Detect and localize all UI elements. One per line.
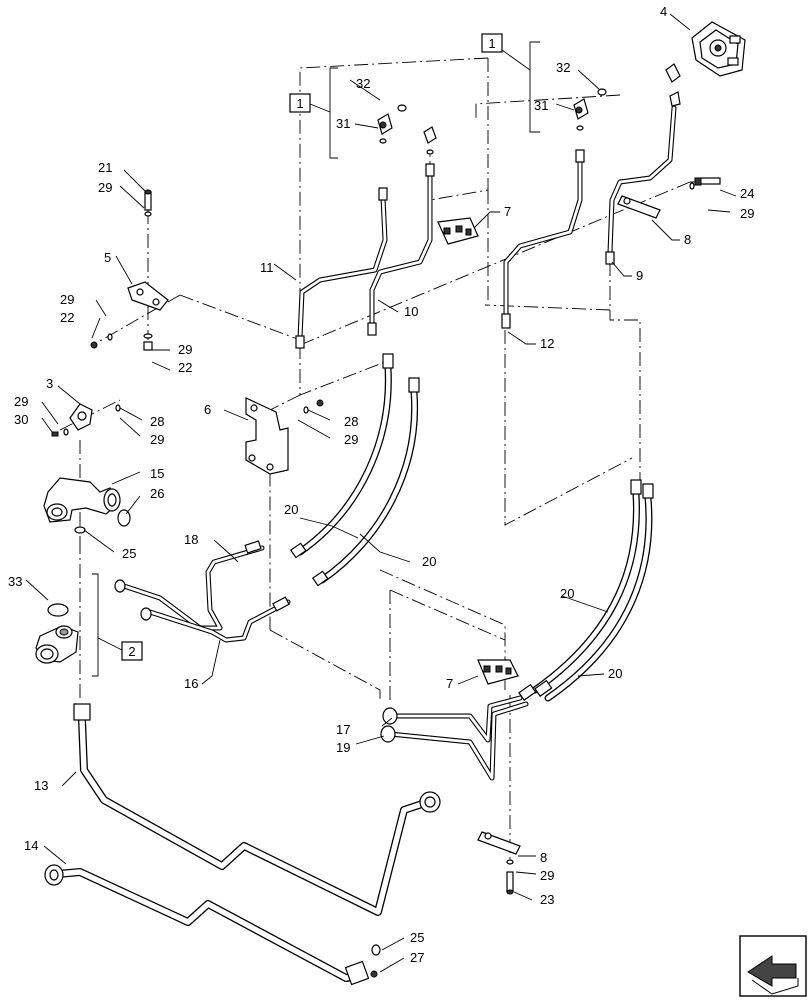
callout-29-a: 29 [98,180,112,195]
callout-27: 27 [410,950,424,965]
callout-22-left: 22 [60,310,74,325]
callout-8-upper: 8 [684,232,691,247]
callout-5: 5 [104,250,111,265]
hose-part-20-d [544,483,654,702]
tube-part-11 [295,187,388,349]
next-page-arrow-icon[interactable] [739,935,807,997]
reference-box-2: 2 [92,573,143,677]
tube-part-13 [73,703,441,916]
reference-box-1-left: 1 [289,67,338,159]
tube-part-9 [605,105,677,265]
clip-part-3 [51,403,121,437]
callout-18: 18 [184,532,198,547]
nut-part-22-lower [143,333,153,351]
elbow-part-15 [43,477,131,534]
callout-20-b: 20 [422,554,436,569]
bracket-part-6 [245,397,324,475]
callout-29-c: 29 [60,292,74,307]
seal-and-plug [370,944,381,978]
callout-20-c: 20 [560,586,574,601]
tube-part-12 [501,149,585,329]
callout-26: 26 [150,486,164,501]
tube-part-19 [380,701,529,781]
bolt-part-21 [144,189,152,217]
bolt-part-23 [506,859,514,895]
callout-25-lower: 25 [410,930,424,945]
callout-16: 16 [184,676,198,691]
reference-box-1-right: 1 [481,33,540,133]
reference-box-1-left-label: 1 [296,96,303,111]
tube-part-16 [140,596,291,643]
callout-9: 9 [636,268,643,283]
callout-8-lower: 8 [540,850,547,865]
callout-21: 21 [98,160,112,175]
callout-20-d: 20 [608,666,622,681]
fitting-group-right [573,63,681,131]
adapter-with-o-ring [35,603,79,664]
bolt-part-24 [689,177,721,190]
callout-13: 13 [34,778,48,793]
callout-31-left: 31 [336,116,350,131]
callout-28-mid: 28 [344,414,358,429]
callout-10: 10 [404,304,418,319]
callout-4: 4 [660,4,667,19]
callout-33: 33 [8,574,22,589]
nut-part-22-left [90,333,113,349]
callout-7-lower: 7 [446,676,453,691]
callout-29-e: 29 [14,394,28,409]
callout-32-right: 32 [556,60,570,75]
callout-22-lower: 22 [178,360,192,375]
callout-29-g: 29 [344,432,358,447]
leader-lines [25,13,737,973]
tube-part-14 [44,864,370,986]
hose-part-20-c [531,479,642,694]
bracket-part-8-lower [477,831,521,855]
callout-25-upper: 25 [122,546,136,561]
callout-30: 30 [14,412,28,427]
callout-19: 19 [336,740,350,755]
callout-15: 15 [150,466,164,481]
callout-20-a: 20 [284,502,298,517]
callout-29-b: 29 [740,206,754,221]
callout-23: 23 [540,892,554,907]
clamp-part-7-upper [437,217,479,245]
valve-block-part-4 [691,21,746,77]
fitting-group-left [377,104,437,155]
clamp-part-7-lower [477,659,519,685]
callout-29-h: 29 [540,868,554,883]
callout-6: 6 [204,402,211,417]
callout-32-left: 32 [356,76,370,91]
callout-7-upper: 7 [504,204,511,219]
callout-29-d: 29 [178,342,192,357]
callout-29-f: 29 [150,432,164,447]
reference-box-1-right-label: 1 [488,36,495,51]
tube-part-10 [367,163,435,336]
bracket-part-5 [127,281,169,311]
hose-part-20-b [318,377,420,584]
callout-labels: 4 32 31 32 31 21 29 24 29 7 8 11 10 9 5 … [8,4,754,965]
callout-12: 12 [540,336,554,351]
callout-17: 17 [336,722,350,737]
callout-14: 14 [24,838,38,853]
callout-3: 3 [46,376,53,391]
callout-11: 11 [260,260,274,275]
callout-28-left: 28 [150,414,164,429]
callout-24: 24 [740,186,754,201]
hose-part-20-a [296,353,394,556]
tube-part-17 [382,695,523,743]
tube-part-18 [114,540,265,631]
callout-31-right: 31 [534,98,548,113]
bracket-part-8-upper [617,195,661,219]
reference-box-2-label: 2 [128,644,135,659]
hose-end-fittings [289,542,553,701]
